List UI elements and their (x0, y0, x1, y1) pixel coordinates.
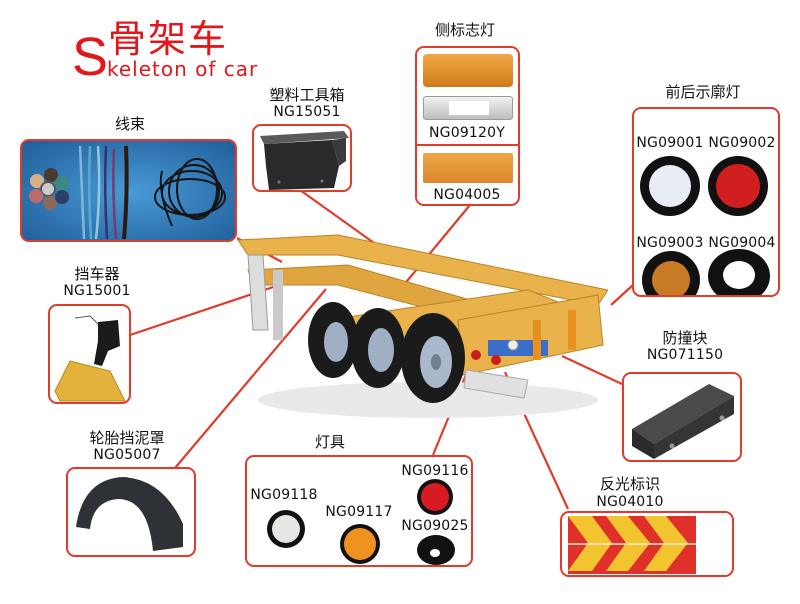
side-marker-lamp-image (423, 54, 513, 87)
side-marker-code-1: NG09120Y (428, 125, 505, 141)
amber-round-lamp-image (340, 524, 380, 564)
lamps-box[interactable]: NG09118 NG09117 NG09116 NG09025 (245, 455, 473, 567)
amber-lamp-image (642, 251, 700, 295)
black-grommet-image (417, 535, 455, 565)
reflector-strip-image (423, 153, 513, 183)
wheel-chock-box[interactable] (48, 304, 131, 404)
side-marker-divider (417, 144, 518, 146)
clear-lamp-image (267, 510, 305, 548)
toolbox-code: NG15051 (273, 104, 341, 120)
reflective-code: NG04010 (596, 494, 664, 510)
red-round-lamp-image (417, 479, 453, 515)
red-lamp-image (708, 156, 768, 216)
mudguard-image (76, 477, 183, 551)
wiring-harness-box[interactable] (20, 139, 237, 242)
wheel-chock-label: 挡车器 (74, 265, 120, 283)
lamp-code-ng09116: NG09116 (401, 463, 469, 479)
toolbox-image (260, 131, 349, 190)
outline-lamps-label: 前后示廓灯 (665, 83, 741, 101)
lamps-label: 灯具 (314, 433, 345, 451)
outline-lamp-code-4: NG09004 (708, 235, 776, 251)
wiring-harness-image (22, 141, 235, 240)
side-marker-code-2: NG04005 (433, 187, 501, 203)
toolbox-label: 塑料工具箱 (269, 86, 345, 104)
skeleton-trailer-image (237, 234, 608, 418)
side-marker-box[interactable]: NG09120Y NG04005 (415, 46, 520, 206)
reflective-sign-image (568, 516, 696, 574)
lamp-code-ng09118: NG09118 (250, 487, 318, 503)
mudguard-box[interactable] (66, 467, 196, 557)
side-marker-bracket-image (423, 96, 513, 120)
anti-collision-box[interactable] (622, 372, 742, 462)
wheel-chock-code: NG15001 (63, 283, 131, 299)
wiring-label: 线束 (114, 115, 145, 133)
anti-collision-label: 防撞块 (662, 329, 708, 347)
lamp-code-ng09117: NG09117 (325, 504, 393, 520)
mudguard-code: NG05007 (93, 447, 161, 463)
title-initial: S (72, 27, 109, 87)
grommet-image (708, 249, 770, 295)
outline-lamp-code-3: NG09003 (636, 235, 704, 251)
wheel-chock-image (54, 315, 126, 402)
side-marker-label: 侧标志灯 (434, 21, 495, 39)
rubber-bumper-image (632, 384, 734, 459)
toolbox-box[interactable] (252, 124, 352, 192)
reflective-box[interactable] (560, 511, 734, 577)
title-english: keleton of car (107, 57, 259, 81)
outline-lamp-code-1: NG09001 (636, 135, 704, 151)
outline-lamps-box[interactable]: NG09001 NG09002 NG09003 NG09004 (632, 107, 780, 297)
reflective-label: 反光标识 (599, 475, 660, 493)
mudguard-label: 轮胎挡泥罩 (89, 429, 165, 447)
anti-collision-code: NG071150 (646, 347, 724, 363)
lamp-code-ng09025: NG09025 (401, 518, 469, 534)
white-lamp-image (640, 156, 700, 216)
outline-lamp-code-2: NG09002 (708, 135, 776, 151)
title-chinese: 骨架车 (108, 17, 229, 61)
